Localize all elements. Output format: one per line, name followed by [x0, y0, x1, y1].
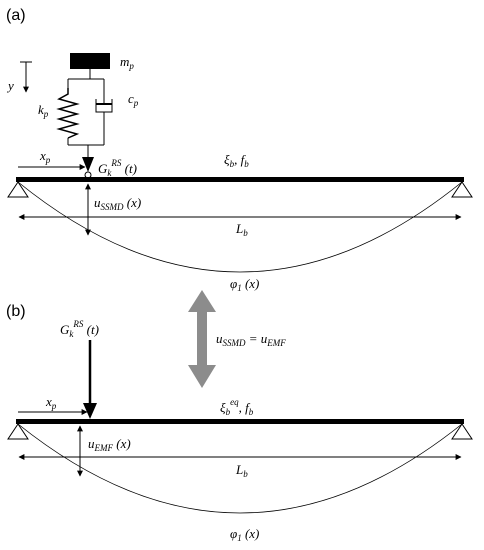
- length-label-b: Lb: [235, 462, 248, 479]
- mode-shape-curve: [17, 181, 463, 273]
- mass-block: [70, 53, 110, 69]
- y-direction-arrow: [20, 61, 32, 93]
- mode-shape-label-b: φ1 (x): [230, 526, 259, 543]
- mass-label: mp: [120, 54, 134, 71]
- beam: [16, 177, 464, 182]
- equivalence: uSSMD = uEMF: [188, 290, 286, 388]
- beam-b: [16, 419, 464, 424]
- displacement-label-b: uEMF (x): [88, 436, 131, 453]
- equivalence-double-arrow: [188, 290, 216, 388]
- panel-a-label: (a): [6, 7, 26, 24]
- left-support: [7, 181, 29, 198]
- spring-label: kp: [38, 102, 49, 119]
- damper-label: cp: [128, 91, 139, 108]
- damper: [95, 92, 113, 117]
- point-force-arrowhead: [83, 403, 97, 419]
- xp-label: xp: [39, 148, 51, 165]
- length-label: Lb: [235, 221, 248, 238]
- y-label: y: [6, 78, 14, 93]
- mode-shape-label: φ1 (x): [230, 276, 259, 293]
- right-support: [451, 181, 473, 198]
- force-label-b: GkRS (t): [60, 319, 99, 339]
- suspension-frame: [67, 69, 105, 158]
- beam-properties-label-b: ξbeq, fb: [220, 397, 254, 417]
- force-label: GkRS (t): [98, 158, 137, 178]
- right-support-b: [451, 423, 473, 440]
- contact-force-arrowhead: [82, 157, 94, 172]
- displacement-label: uSSMD (x): [94, 195, 141, 212]
- panel-b-label: (b): [6, 303, 26, 320]
- left-support-b: [7, 423, 29, 440]
- equivalence-label: uSSMD = uEMF: [216, 331, 286, 348]
- beam-properties-label: ξb, fb: [224, 152, 249, 169]
- xp-label-b: xp: [45, 394, 57, 411]
- spring-coil: [56, 88, 80, 139]
- panel-b: (b) GkRS (t) xp ξbeq, fb uEMF (x) Lb φ1 …: [6, 303, 473, 543]
- panel-a: (a) y mp kp cp: [6, 7, 473, 293]
